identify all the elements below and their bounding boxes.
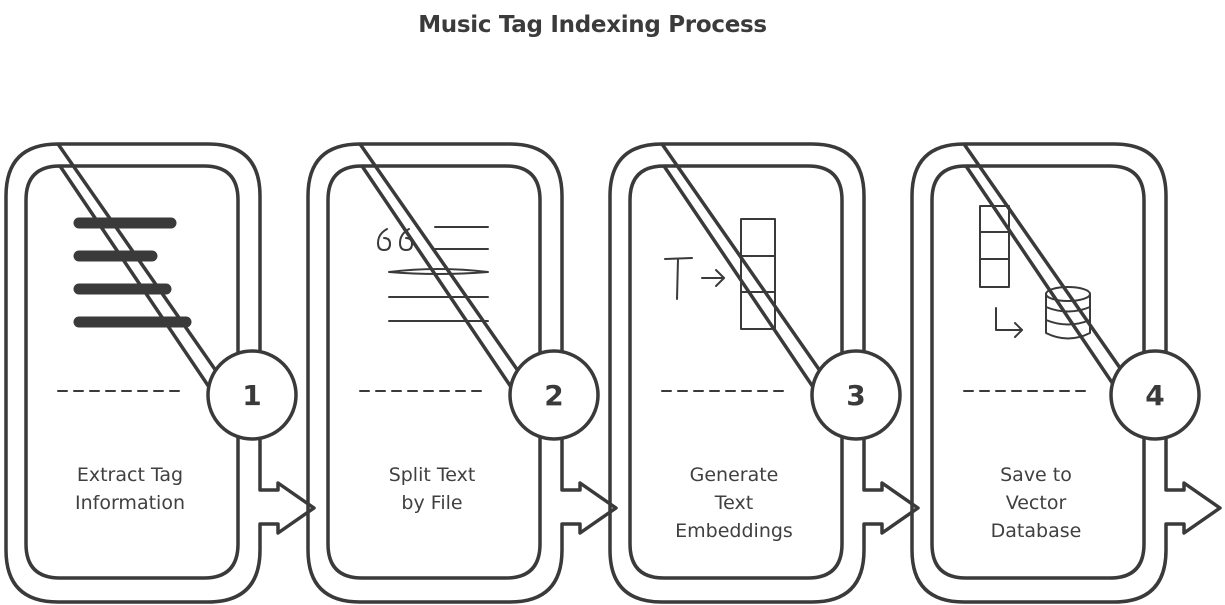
step-2: 2 Split Text by File xyxy=(302,0,618,605)
step-number: 3 xyxy=(846,379,866,412)
step-1: 1 Extract Tag Information xyxy=(0,0,316,605)
inner-frame xyxy=(628,164,844,580)
number-circle xyxy=(508,349,600,441)
step-label: Generate Text Embeddings xyxy=(675,464,793,542)
number-circle xyxy=(1109,349,1201,441)
vector-database-icon xyxy=(979,205,1091,340)
step-number: 1 xyxy=(242,379,262,412)
number-circle xyxy=(206,349,298,441)
inner-frame xyxy=(24,164,240,580)
step-label: Extract Tag Information xyxy=(75,464,185,514)
step-number: 4 xyxy=(1145,379,1165,412)
diagram-title: Music Tag Indexing Process xyxy=(418,12,767,38)
inner-frame xyxy=(930,164,1146,580)
step-label: Save to Vector Database xyxy=(990,464,1082,542)
inner-frame xyxy=(326,164,542,580)
text-lines-icon xyxy=(73,217,192,328)
split-text-icon xyxy=(377,226,489,322)
outer-frame xyxy=(608,142,920,604)
step-4: 4 Save to Vector Database xyxy=(906,0,1222,605)
outer-frame xyxy=(4,142,316,604)
number-circle xyxy=(810,349,902,441)
step-3: 3 Generate Text Embeddings xyxy=(604,0,920,605)
step-number: 2 xyxy=(544,379,564,412)
step-label: Split Text by File xyxy=(388,464,476,514)
embedding-vector-icon xyxy=(664,218,776,330)
outer-frame xyxy=(306,142,618,604)
outer-frame xyxy=(910,142,1222,604)
